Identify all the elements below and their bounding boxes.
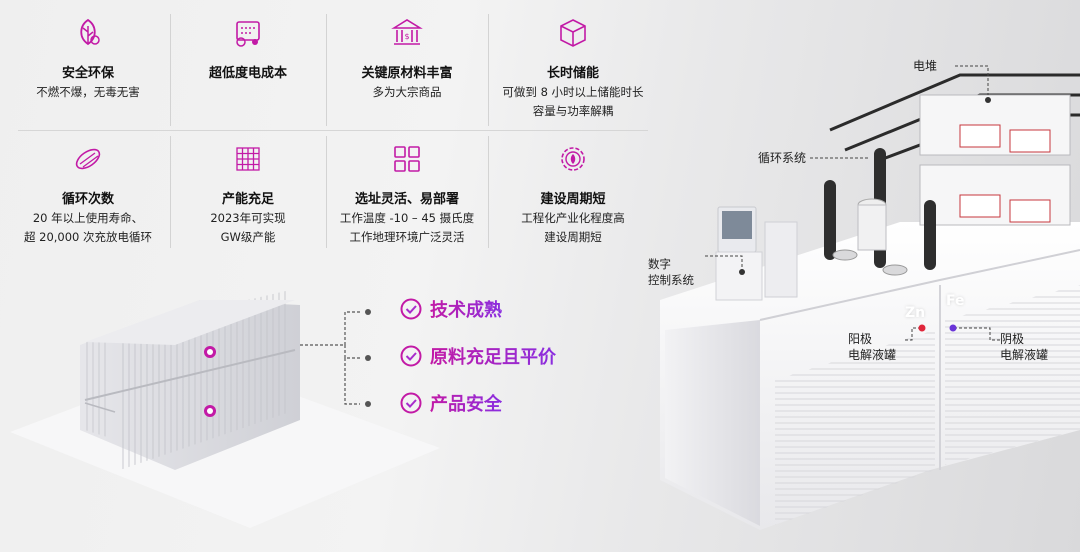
feature-desc: 可做到 8 小时以上储能时长 容量与功率解耦 — [502, 85, 644, 118]
feature-desc: 20 年以上使用寿命、 超 20,000 次充放电循环 — [23, 211, 153, 244]
divider — [326, 14, 327, 126]
feature-title: 建设周期短 — [540, 192, 606, 207]
feature-long-duration: 长时储能 可做到 8 小时以上储能时长 容量与功率解耦 — [488, 8, 658, 130]
benefit-connector — [300, 311, 360, 405]
divider — [18, 130, 648, 131]
feature-title: 超低度电成本 — [208, 66, 287, 81]
divider — [326, 136, 327, 248]
divider — [488, 14, 489, 126]
feature-cycles: 循环次数 20 年以上使用寿命、 超 20,000 次充放电循环 — [8, 134, 168, 256]
feature-desc: 多为大宗商品 — [372, 85, 442, 99]
gear-leaf-icon — [556, 142, 590, 176]
feature-title: 安全环保 — [61, 66, 114, 81]
svg-text:$: $ — [404, 32, 409, 41]
feature-site-flexible: 选址灵活、易部署 工作温度 -10 – 45 摄氏度 工作地理环境广泛灵活 — [326, 134, 488, 256]
divider — [488, 136, 489, 248]
feature-title: 选址灵活、易部署 — [354, 192, 459, 207]
circulation-label: 循环系统 — [758, 151, 807, 165]
check-circle-icon — [400, 298, 422, 320]
feature-desc: 工作温度 -10 – 45 摄氏度 工作地理环境广泛灵活 — [339, 211, 475, 244]
feature-raw-materials: $ 关键原材料丰富 多为大宗商品 — [326, 8, 488, 130]
feature-desc: 工程化产业化程度高 建设周期短 — [521, 211, 625, 244]
feature-desc: 2023年可实现 GW级产能 — [210, 211, 286, 244]
leaf-icon — [71, 16, 105, 50]
features-grid: 安全环保 不燃不爆，无毒无害 超低度电成本 $ 关键原材料丰富 多为大宗商品 长… — [8, 8, 658, 258]
circuit-cost-icon — [231, 16, 265, 50]
check-circle-icon — [400, 392, 422, 414]
benefit-item: 产品安全 — [400, 390, 502, 416]
digital-control-label: 数字 控制系统 — [648, 257, 694, 287]
feature-build-fast: 建设周期短 工程化产业化程度高 建设周期短 — [488, 134, 658, 256]
feature-safety: 安全环保 不燃不爆，无毒无害 — [8, 8, 168, 130]
zn-badge: Zn — [905, 305, 926, 321]
grid-factory-icon — [231, 142, 265, 176]
four-squares-icon — [390, 142, 424, 176]
benefit-item: 原料充足且平价 — [400, 343, 556, 369]
feature-capacity: 产能充足 2023年可实现 GW级产能 — [170, 134, 326, 256]
cycle-tube-icon — [71, 142, 105, 176]
container-stack — [10, 290, 440, 528]
feature-title: 循环次数 — [61, 192, 114, 207]
fe-badge: Fe — [946, 293, 965, 309]
cathode-tank-label: 阴极 电解液罐 — [1000, 332, 1049, 362]
box-icon — [556, 16, 590, 50]
stack-label: 电堆 — [913, 59, 938, 73]
feature-title: 关键原材料丰富 — [361, 66, 453, 81]
benefit-label: 原料充足且平价 — [430, 343, 556, 369]
benefit-item: 技术成熟 — [400, 296, 502, 322]
bank-building-icon: $ — [390, 16, 424, 50]
feature-desc: 不燃不爆，无毒无害 — [36, 85, 140, 99]
feature-title: 长时储能 — [546, 66, 599, 81]
divider — [170, 136, 171, 248]
divider — [170, 14, 171, 126]
benefit-label: 技术成熟 — [430, 296, 502, 322]
check-circle-icon — [400, 345, 422, 367]
anode-tank-label: 阳极 电解液罐 — [848, 332, 897, 362]
feature-low-cost: 超低度电成本 — [170, 8, 326, 130]
callout-lines — [705, 65, 1000, 341]
benefit-label: 产品安全 — [430, 390, 502, 416]
feature-title: 产能充足 — [221, 192, 274, 207]
flow-battery-system — [660, 73, 1080, 530]
